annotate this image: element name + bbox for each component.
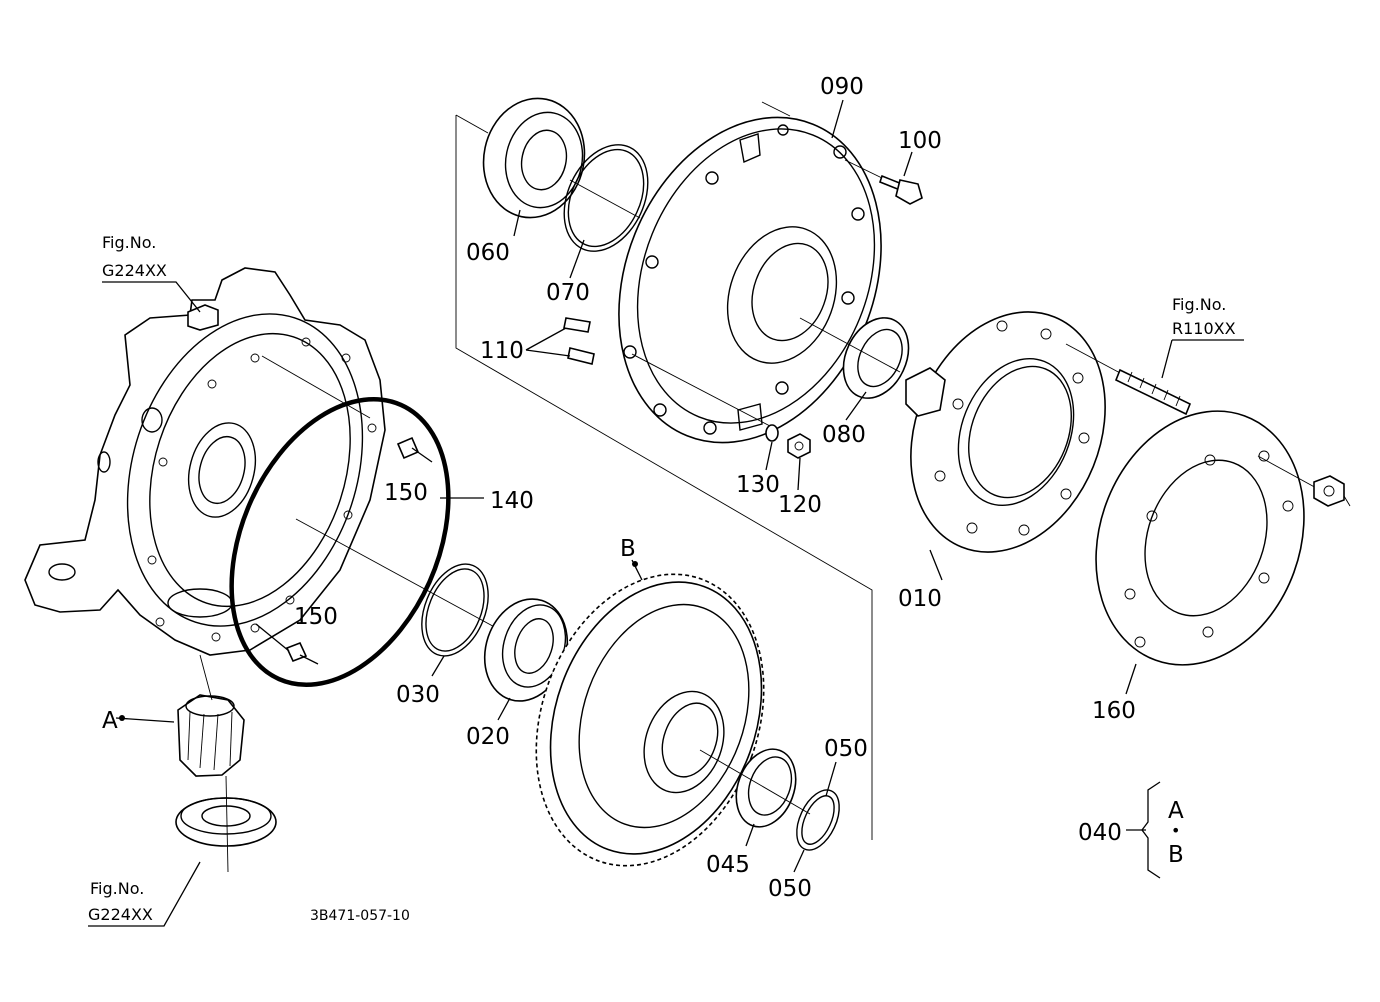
fig-ref-right-label: Fig.No. [1172,295,1226,314]
drawing-number: 3B471-057-10 [310,908,410,924]
fig-ref-upper-left-label: Fig.No. [102,233,156,252]
callout-045: 045 [706,852,750,878]
shim-050 [796,789,840,851]
group-b-label: B [1168,842,1184,868]
o-ring-140-highlight [229,397,451,687]
callout-150-lower: 150 [294,604,338,630]
fig-ref-upper-left-value: G224XX [102,261,167,280]
callout-050-lower: 050 [768,876,812,902]
fig-ref-lower-left-label: Fig.No. [90,879,144,898]
wheel-hub-160 [1095,410,1305,666]
callout-130: 130 [736,472,780,498]
callout-110: 110 [480,338,524,364]
dowel-pin-upper [396,436,433,463]
callout-070: 070 [546,280,590,306]
callout-040: 040 [1078,820,1122,846]
callout-120: 120 [778,492,822,518]
gear-case-cover-090 [618,116,882,444]
callout-090: 090 [820,74,864,100]
callout-labels: 090 100 060 070 110 080 130 120 010 160 … [88,74,1236,924]
callout-020: 020 [466,724,510,750]
callout-160: 160 [1092,698,1136,724]
marker-a-dot [119,715,125,721]
assembly-group-outline [455,114,873,840]
axle-flange-010 [905,311,1106,553]
wheel-stud [1114,368,1192,416]
oil-seal-080 [842,317,910,399]
marker-b-dot [632,561,638,567]
studs-110 [563,317,595,365]
callout-150-upper: 150 [384,480,428,506]
washer-130 [765,424,779,442]
callout-080: 080 [822,422,866,448]
gear-case-housing [24,267,386,656]
dowel-pin-lower [255,623,319,665]
fig-ref-right-value: R110XX [1172,319,1236,338]
fig-ref-lower-left-value: G224XX [88,905,153,924]
bevel-pinion-gear [177,694,245,777]
bevel-ring-gear [535,573,765,867]
group-040-brace [1141,781,1161,879]
group-dot-label: • [1171,821,1180,840]
callout-140: 140 [490,488,534,514]
callout-050-upper: 050 [824,736,868,762]
group-a-label: A [1168,798,1184,824]
marker-b-label: B [620,536,636,562]
nut-120 [787,433,811,459]
snap-ring-030 [421,563,489,657]
o-ring-070 [563,144,649,252]
wheel-nut [1313,475,1345,507]
callout-060: 060 [466,240,510,266]
bolt-100 [879,174,923,205]
leader-lines [88,99,1244,927]
marker-a-label: A [102,708,118,734]
pinion-bearing [175,797,277,847]
callout-030: 030 [396,682,440,708]
callout-010: 010 [898,586,942,612]
callout-100: 100 [898,128,942,154]
ball-bearing-060 [482,97,586,219]
